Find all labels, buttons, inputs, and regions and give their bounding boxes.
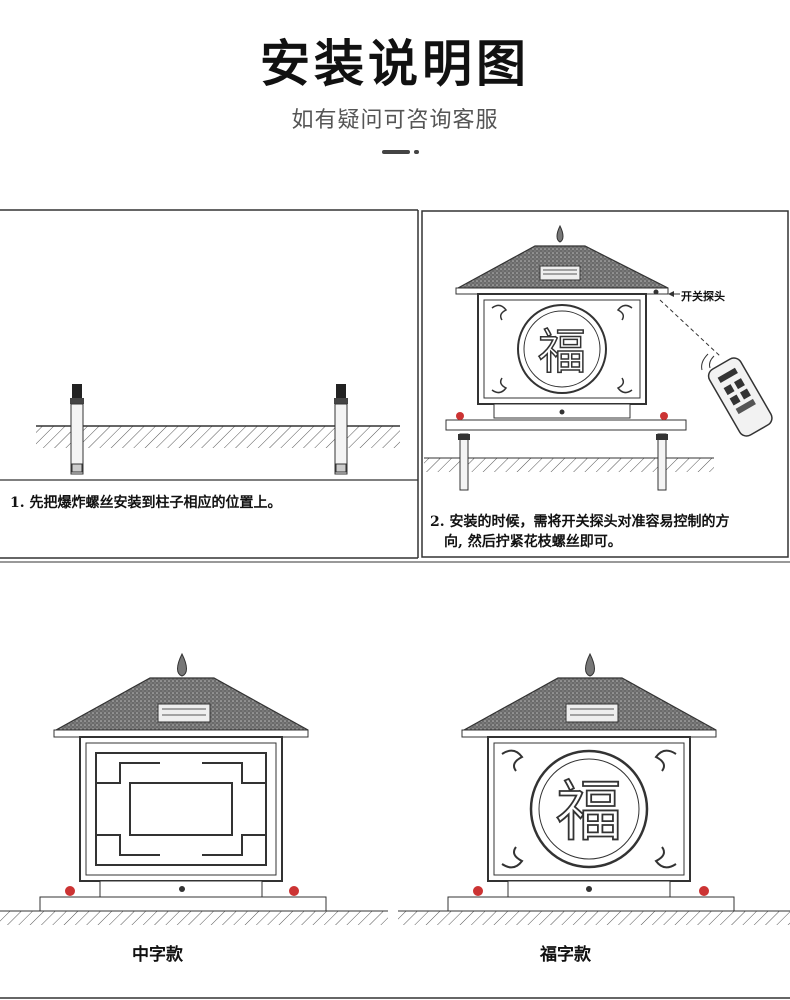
step2-instruction: 2. 安装的时候，需将开关探头对准容易控制的方 向, 然后拧紧花枝螺丝即可。 [430,512,785,552]
step2-lamp-icon: 福 [445,224,687,431]
expansion-bolt-left-icon [70,384,84,475]
step2-panel [421,210,789,558]
probe-label: 开关探头 [681,290,725,303]
title-divider [382,150,410,154]
page-subtitle: 如有疑问可咨询客服 [291,108,499,133]
step2-ground [424,433,714,491]
fu-character-large: 福 [556,773,622,850]
installation-diagram: 福 [0,209,790,999]
fu-character-small: 福 [538,324,586,380]
step2-line1: 2. 安装的时候，需将开关探头对准容易控制的方 [430,514,730,530]
step1-instruction: 1. 先把爆炸螺丝安装到柱子相应的位置上。 [10,495,282,511]
title-divider-dot [414,150,419,154]
fu-style-lamp-icon: 福 [398,652,790,925]
fu-style-label: 福字款 [540,945,591,965]
step1-panel [0,209,419,559]
probe-indicator [659,291,721,357]
expansion-bolt-right-icon [334,384,348,475]
remote-control-icon [701,353,773,437]
zhong-style-label: 中字款 [132,945,183,965]
zhong-style-lamp-icon [0,652,388,925]
page-title: 安装说明图 [260,35,530,93]
styles-panel [0,561,790,999]
step2-line2: 向, 然后拧紧花枝螺丝即可。 [444,534,622,550]
